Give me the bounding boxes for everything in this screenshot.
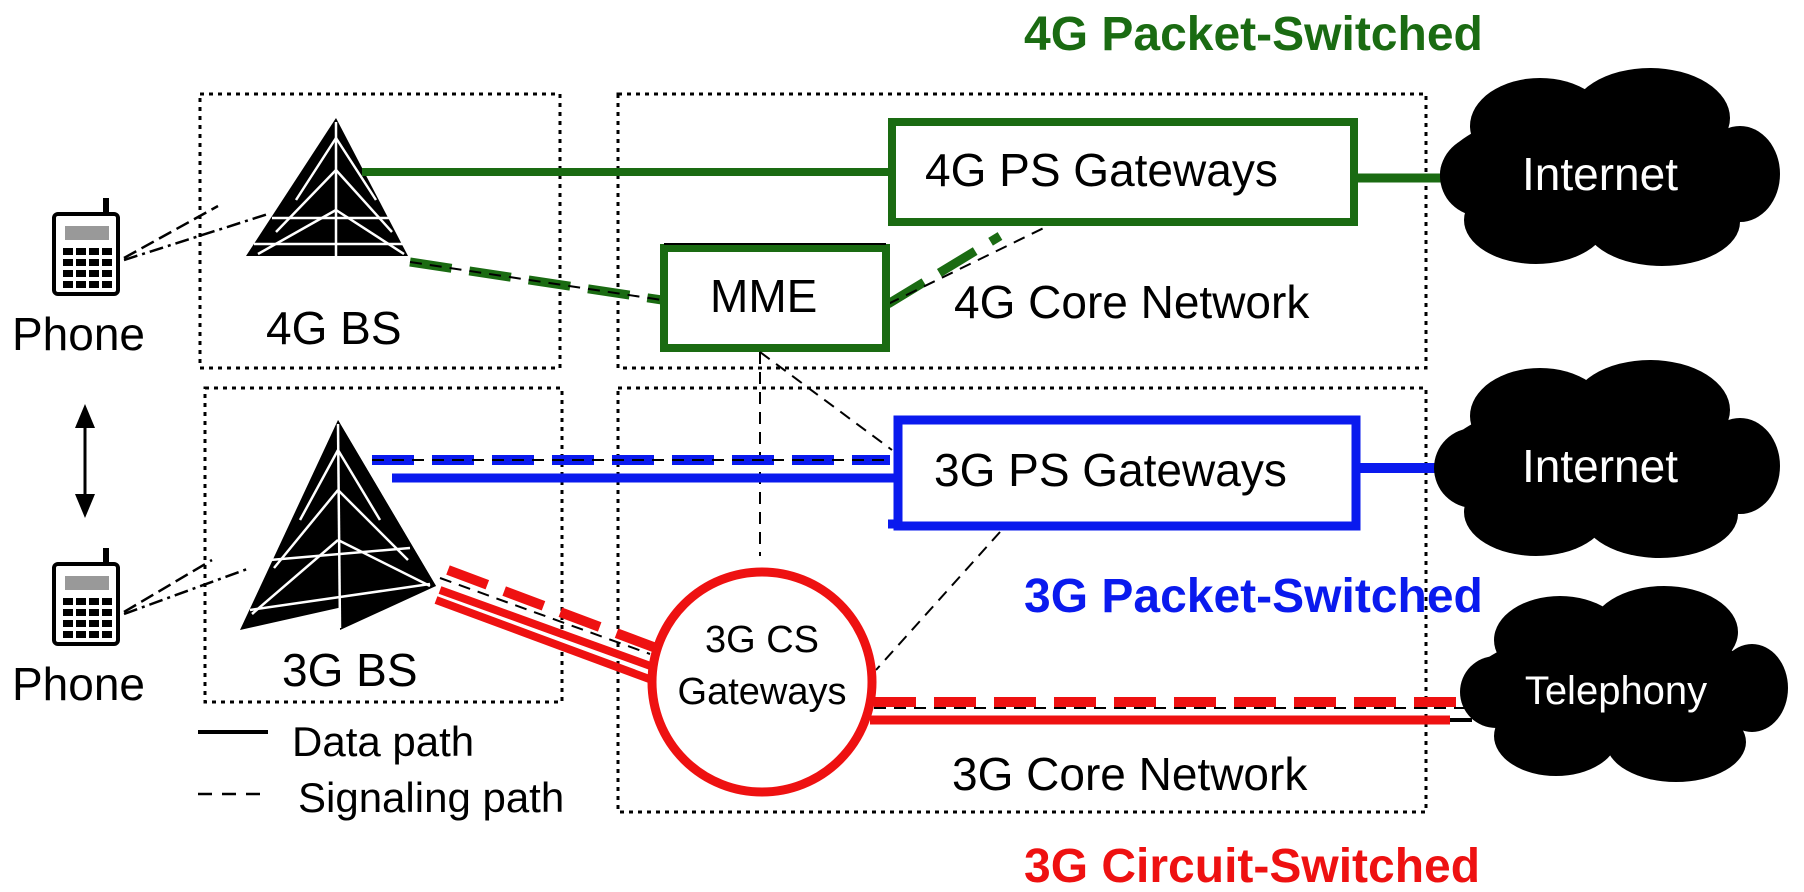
bs3g-region <box>203 386 564 704</box>
phone-bottom-label: Phone <box>12 658 145 710</box>
bs4g-tower-icon <box>246 118 408 256</box>
ps3g-gateways-label: 3G PS Gateways <box>934 444 1287 496</box>
internet-top-cloud-icon <box>1440 68 1780 266</box>
title-3g-circuit-switched: 3G Circuit-Switched <box>1024 840 1480 892</box>
phone-top-label: Phone <box>12 308 145 360</box>
ps3g-gateways-box <box>893 415 1361 531</box>
core3g-region <box>616 386 1428 814</box>
core4g-region <box>616 92 1428 370</box>
handover-arrow-icon <box>75 404 95 518</box>
cs3g-gateways-label-line1: 3G CS <box>705 619 819 661</box>
internet-mid-label: Internet <box>1522 440 1678 492</box>
mme-label: MME <box>710 270 817 322</box>
legend-signaling-label: Signaling path <box>298 774 564 821</box>
cs3g-gateways-circle <box>647 567 877 797</box>
bs4g-label: 4G BS <box>266 302 402 354</box>
signaling-mme-to-3g-ps-gateway <box>759 351 893 451</box>
signaling-ps-to-cs-gateway <box>875 531 1001 671</box>
phone-bottom-icon <box>52 548 120 646</box>
ps4g-gateways-label: 4G PS Gateways <box>925 144 1278 196</box>
internet-mid-cloud-icon <box>1434 360 1780 558</box>
telephony-cloud-icon <box>1460 586 1788 782</box>
bs3g-tower-icon <box>240 420 436 630</box>
bs3g-label: 3G BS <box>282 644 418 696</box>
legend-data-label: Data path <box>292 718 474 765</box>
signaling-4g-bs-to-mme-thin <box>409 261 663 301</box>
telephony-label: Telephony <box>1525 669 1707 713</box>
cs3g-gateways-label-line2: Gateways <box>678 671 847 713</box>
title-4g-packet-switched: 4G Packet-Switched <box>1024 8 1483 61</box>
signaling-4g-mme-to-gateway-thin <box>887 221 1057 305</box>
title-3g-packet-switched: 3G Packet-Switched <box>1024 570 1483 623</box>
mme-box <box>660 244 890 352</box>
core4g-label: 4G Core Network <box>954 276 1310 328</box>
bs4g-region <box>198 92 562 370</box>
phone-top-icon <box>52 198 120 296</box>
data-path-3g-bs-to-cs-gateway-b <box>434 596 654 684</box>
core3g-label: 3G Core Network <box>952 748 1308 800</box>
ps4g-gateways-box <box>888 118 1358 226</box>
signaling-4g-mme-to-gateway <box>885 232 1003 308</box>
signaling-3g-bs-to-cs-gateway <box>446 565 658 653</box>
signaling-3g-bs-to-cs-gateway-thin <box>439 577 651 655</box>
internet-top-label: Internet <box>1522 148 1678 200</box>
data-path-3g-bs-to-cs-gateway-a <box>438 586 658 672</box>
phone-radio-links <box>123 204 269 616</box>
